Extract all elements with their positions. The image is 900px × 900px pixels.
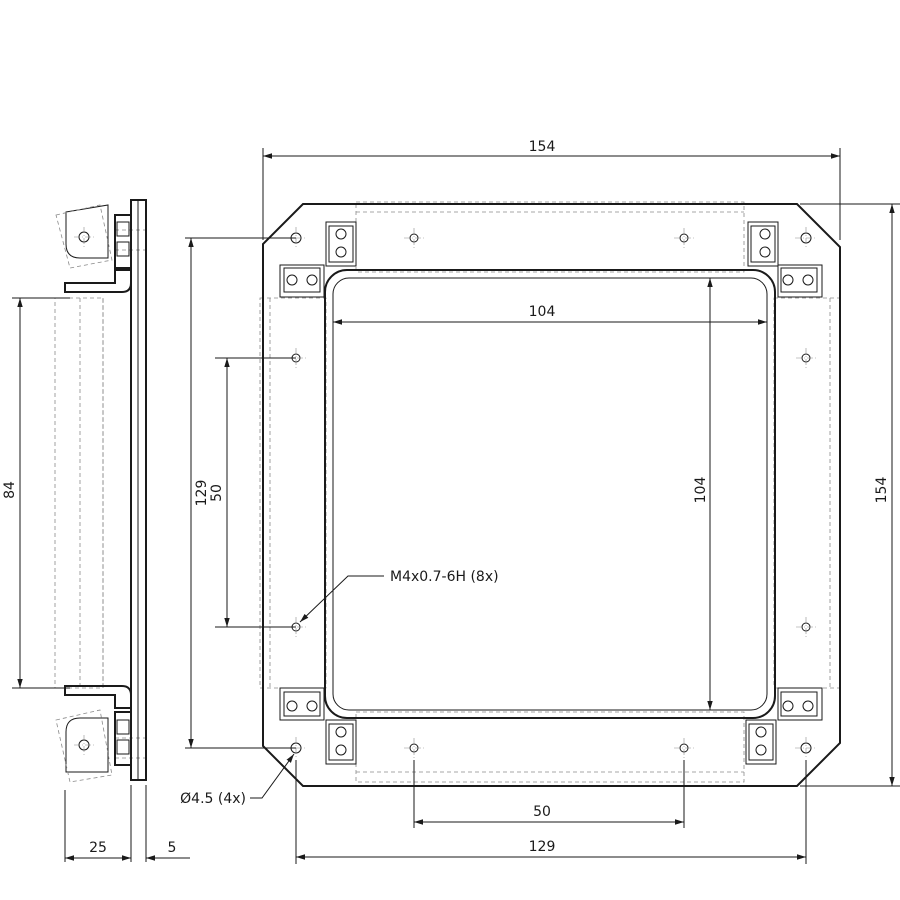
dimension-side-height: 84 (2, 481, 18, 499)
callout-leader-thread (299, 575, 384, 623)
dimension-hole-horizontal-inner: 50 (533, 804, 551, 820)
dimension-overall-height: 154 (874, 477, 890, 504)
inner-cutout (324, 269, 776, 719)
callout-hole: Ø4.5 (4x) (180, 791, 246, 807)
outer-plate (262, 203, 841, 787)
callout-leader-hole (250, 753, 295, 799)
mount-block-bottom-right-v (745, 719, 777, 765)
dimension-side-depth: 25 (89, 840, 107, 856)
front-view: 154 154 104 104 129 50 50 129 (180, 139, 900, 864)
dimension-hole-horizontal-outer: 129 (529, 839, 556, 855)
bottom-swivel-tab (65, 717, 109, 773)
mount-block-top-right-v (747, 221, 779, 267)
dimension-hole-vertical-outer: 129 (194, 480, 210, 507)
mount-block-top-right-h (777, 264, 823, 298)
dimension-inner-width: 104 (529, 304, 556, 320)
mount-block-bottom-left-v (325, 719, 357, 765)
bottom-bracket (64, 685, 132, 709)
mount-block-bottom-right-h (777, 687, 823, 721)
dimension-inner-height: 104 (693, 477, 709, 504)
top-swivel-tab (65, 204, 109, 259)
mount-block-bottom-left-h (279, 687, 325, 721)
top-bracket (64, 269, 132, 293)
dimension-overall-width: 154 (529, 139, 556, 155)
dimension-side-thickness: 5 (168, 840, 177, 856)
mount-block-top-left-v (325, 221, 357, 267)
mount-block-top-left-h (279, 264, 325, 298)
callout-thread: M4x0.7-6H (8x) (390, 569, 499, 585)
through-holes (285, 227, 817, 759)
dimension-hole-vertical-inner: 50 (209, 484, 225, 502)
side-view: 84 25 5 (2, 199, 190, 862)
